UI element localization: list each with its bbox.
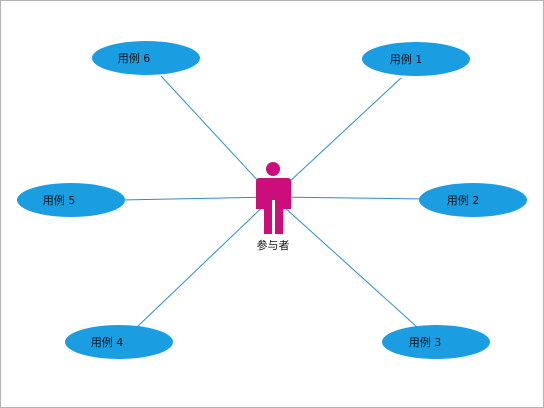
use-case-uc6[interactable]: 用例 6 <box>92 41 200 75</box>
use-case-label: 用例 3 <box>409 335 442 349</box>
use-case-uc2[interactable]: 用例 2 <box>419 183 527 217</box>
use-case-ellipse[interactable] <box>382 325 490 359</box>
use-case-ellipse[interactable] <box>362 42 470 76</box>
connector-uc6 <box>160 75 274 198</box>
use-case-uc3[interactable]: 用例 3 <box>382 325 490 359</box>
use-case-ellipse[interactable] <box>92 41 200 75</box>
use-case-label: 用例 2 <box>447 193 480 207</box>
use-case-ellipse[interactable] <box>17 183 125 217</box>
connector-uc3 <box>272 196 418 328</box>
use-case-label: 用例 6 <box>118 51 151 65</box>
connector-uc2 <box>272 196 427 200</box>
connector-uc5 <box>120 196 274 201</box>
connector-uc4 <box>136 196 274 328</box>
use-case-label: 用例 1 <box>390 52 423 66</box>
connector-uc1 <box>272 77 402 198</box>
connectors <box>120 75 427 328</box>
use-case-ellipse[interactable] <box>419 183 527 217</box>
actor[interactable]: 参与者 <box>256 162 291 252</box>
actor-label: 参与者 <box>257 238 290 252</box>
use-case-uc1[interactable]: 用例 1 <box>362 42 470 76</box>
use-case-label: 用例 4 <box>91 335 124 349</box>
use-case-label: 用例 5 <box>43 193 76 207</box>
use-case-ellipse[interactable] <box>65 325 173 359</box>
use-case-uc4[interactable]: 用例 4 <box>65 325 173 359</box>
use-case-uc5[interactable]: 用例 5 <box>17 183 125 217</box>
person-icon <box>256 162 291 234</box>
